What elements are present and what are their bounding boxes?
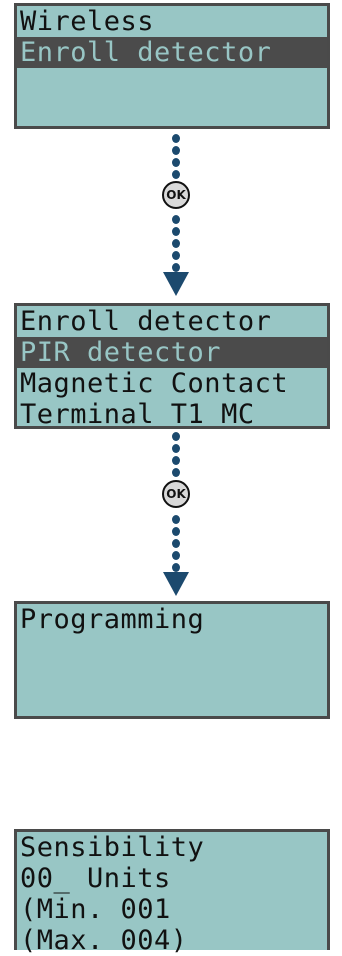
dot: [172, 563, 180, 572]
dot: [172, 263, 180, 272]
dot: [172, 215, 180, 224]
lcd-row: Enroll detector: [20, 306, 272, 337]
ok-button-icon: OK: [162, 480, 190, 508]
dot: [172, 158, 180, 167]
dot: [172, 527, 180, 536]
dot: [172, 146, 180, 155]
dot: [172, 134, 180, 143]
lcd-row-selected[interactable]: PIR detector: [17, 337, 327, 368]
dot: [172, 468, 180, 477]
lcd-screen-programming: Programming: [14, 601, 330, 719]
lcd-row: [17, 635, 327, 666]
lcd-screen-sensibility: Sensibility 00_ Units (Min. 001 (Max. 00…: [14, 829, 330, 956]
lcd-row: [17, 99, 327, 130]
ok-button-icon: OK: [162, 181, 190, 209]
dot: [172, 432, 180, 441]
arrow-down-icon: [163, 572, 189, 596]
dot: [172, 251, 180, 260]
dot: [172, 444, 180, 453]
lcd-row: [17, 68, 327, 99]
dot: [172, 539, 180, 548]
lcd-row: Sensibility: [20, 832, 205, 863]
dot: [172, 170, 180, 179]
lcd-row: [17, 666, 327, 697]
lcd-row-selected[interactable]: Enroll detector: [17, 37, 327, 68]
dot: [172, 227, 180, 236]
ok-label: OK: [166, 188, 186, 202]
lcd-screen-wireless: Wireless Enroll detector: [14, 3, 330, 129]
lcd-row: Wireless: [20, 6, 155, 37]
dot: [172, 239, 180, 248]
lcd-row: (Max. 004): [20, 925, 188, 956]
lcd-row[interactable]: Magnetic Contact: [20, 368, 289, 399]
lcd-screen-enroll-detector: Enroll detector PIR detector Magnetic Co…: [14, 303, 330, 430]
lcd-row: (Min. 001: [20, 894, 171, 925]
lcd-row: Programming: [20, 604, 205, 635]
flow-connector: OK: [0, 131, 342, 301]
arrow-down-icon: [163, 272, 189, 296]
dot: [172, 456, 180, 465]
lcd-row[interactable]: 00_ Units: [20, 863, 171, 894]
ok-label: OK: [166, 487, 186, 501]
dot: [172, 551, 180, 560]
dot: [172, 515, 180, 524]
flow-connector: OK: [0, 429, 342, 601]
lcd-row[interactable]: Terminal T1 MC: [20, 399, 255, 430]
